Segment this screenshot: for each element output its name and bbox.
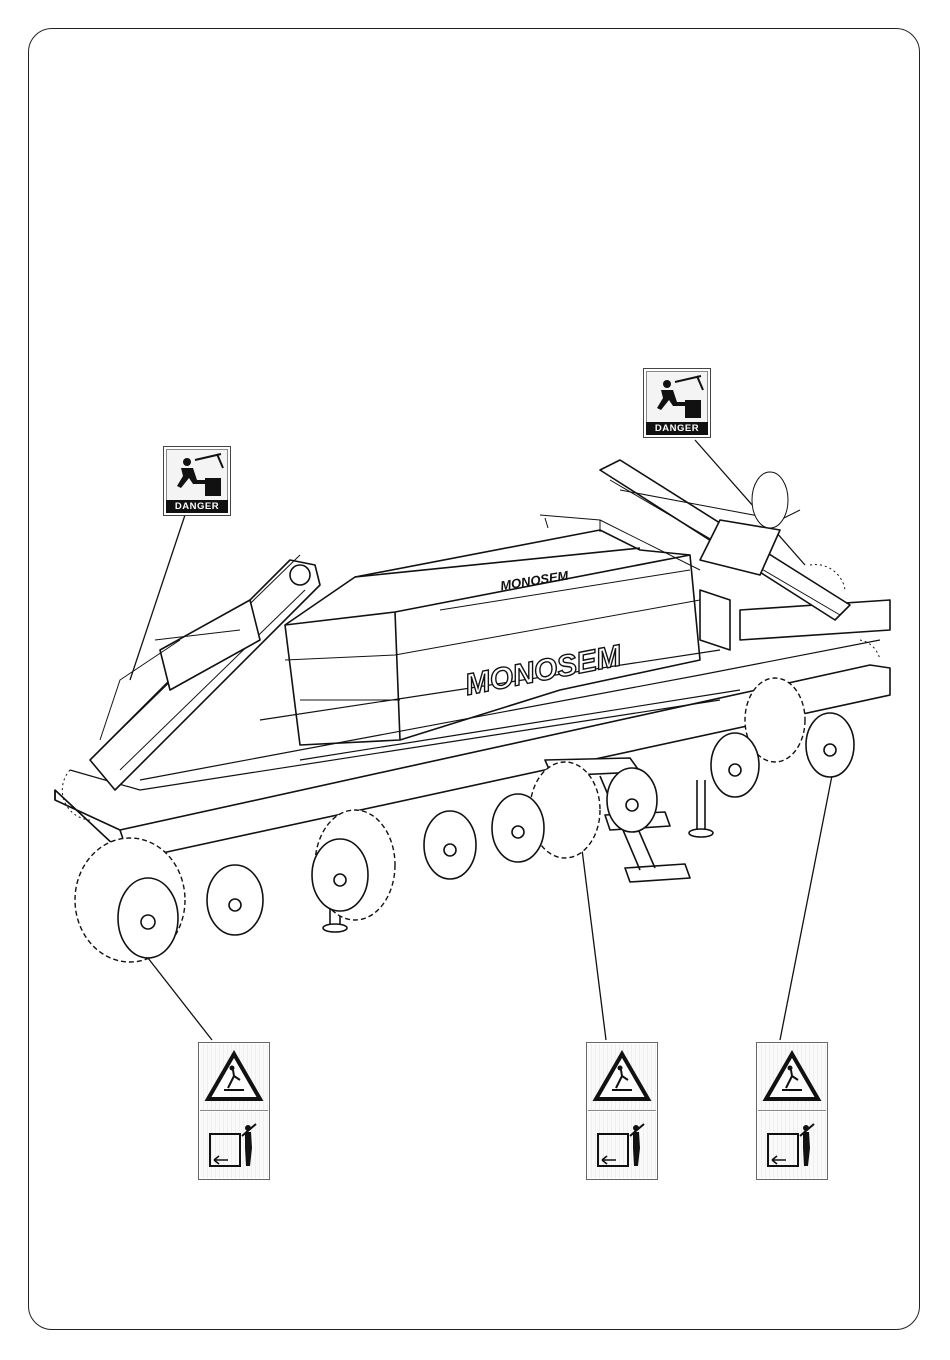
warning-decal-left [198,1042,270,1180]
disc-3 [312,839,368,911]
danger-label-left: DANGER [163,446,231,516]
hopper-outline [285,515,700,745]
disc-2 [207,865,263,935]
slip-hazard-triangle-icon [200,1044,268,1111]
slip-hazard-triangle-icon [588,1044,656,1111]
danger-label-right: DANGER [643,368,711,438]
no-standing-person-icon [588,1112,656,1178]
slip-hazard-triangle-icon [758,1044,826,1111]
no-standing-person-icon [200,1112,268,1178]
leader-line-warning-right [780,745,838,1040]
crush-hazard-icon [166,449,228,501]
disc-7 [711,733,759,797]
no-standing-person-icon [758,1112,826,1178]
warning-decal-middle [586,1042,658,1180]
disc-4 [424,811,476,879]
disc-8 [806,713,854,777]
disc-1 [118,878,178,958]
danger-label-text: DANGER [166,500,228,513]
crush-hazard-icon [646,371,708,423]
left-folding-arm [90,555,320,790]
disc-5 [492,794,544,862]
disc-6 [607,768,657,832]
danger-label-text: DANGER [646,422,708,435]
warning-decal-right [756,1042,828,1180]
